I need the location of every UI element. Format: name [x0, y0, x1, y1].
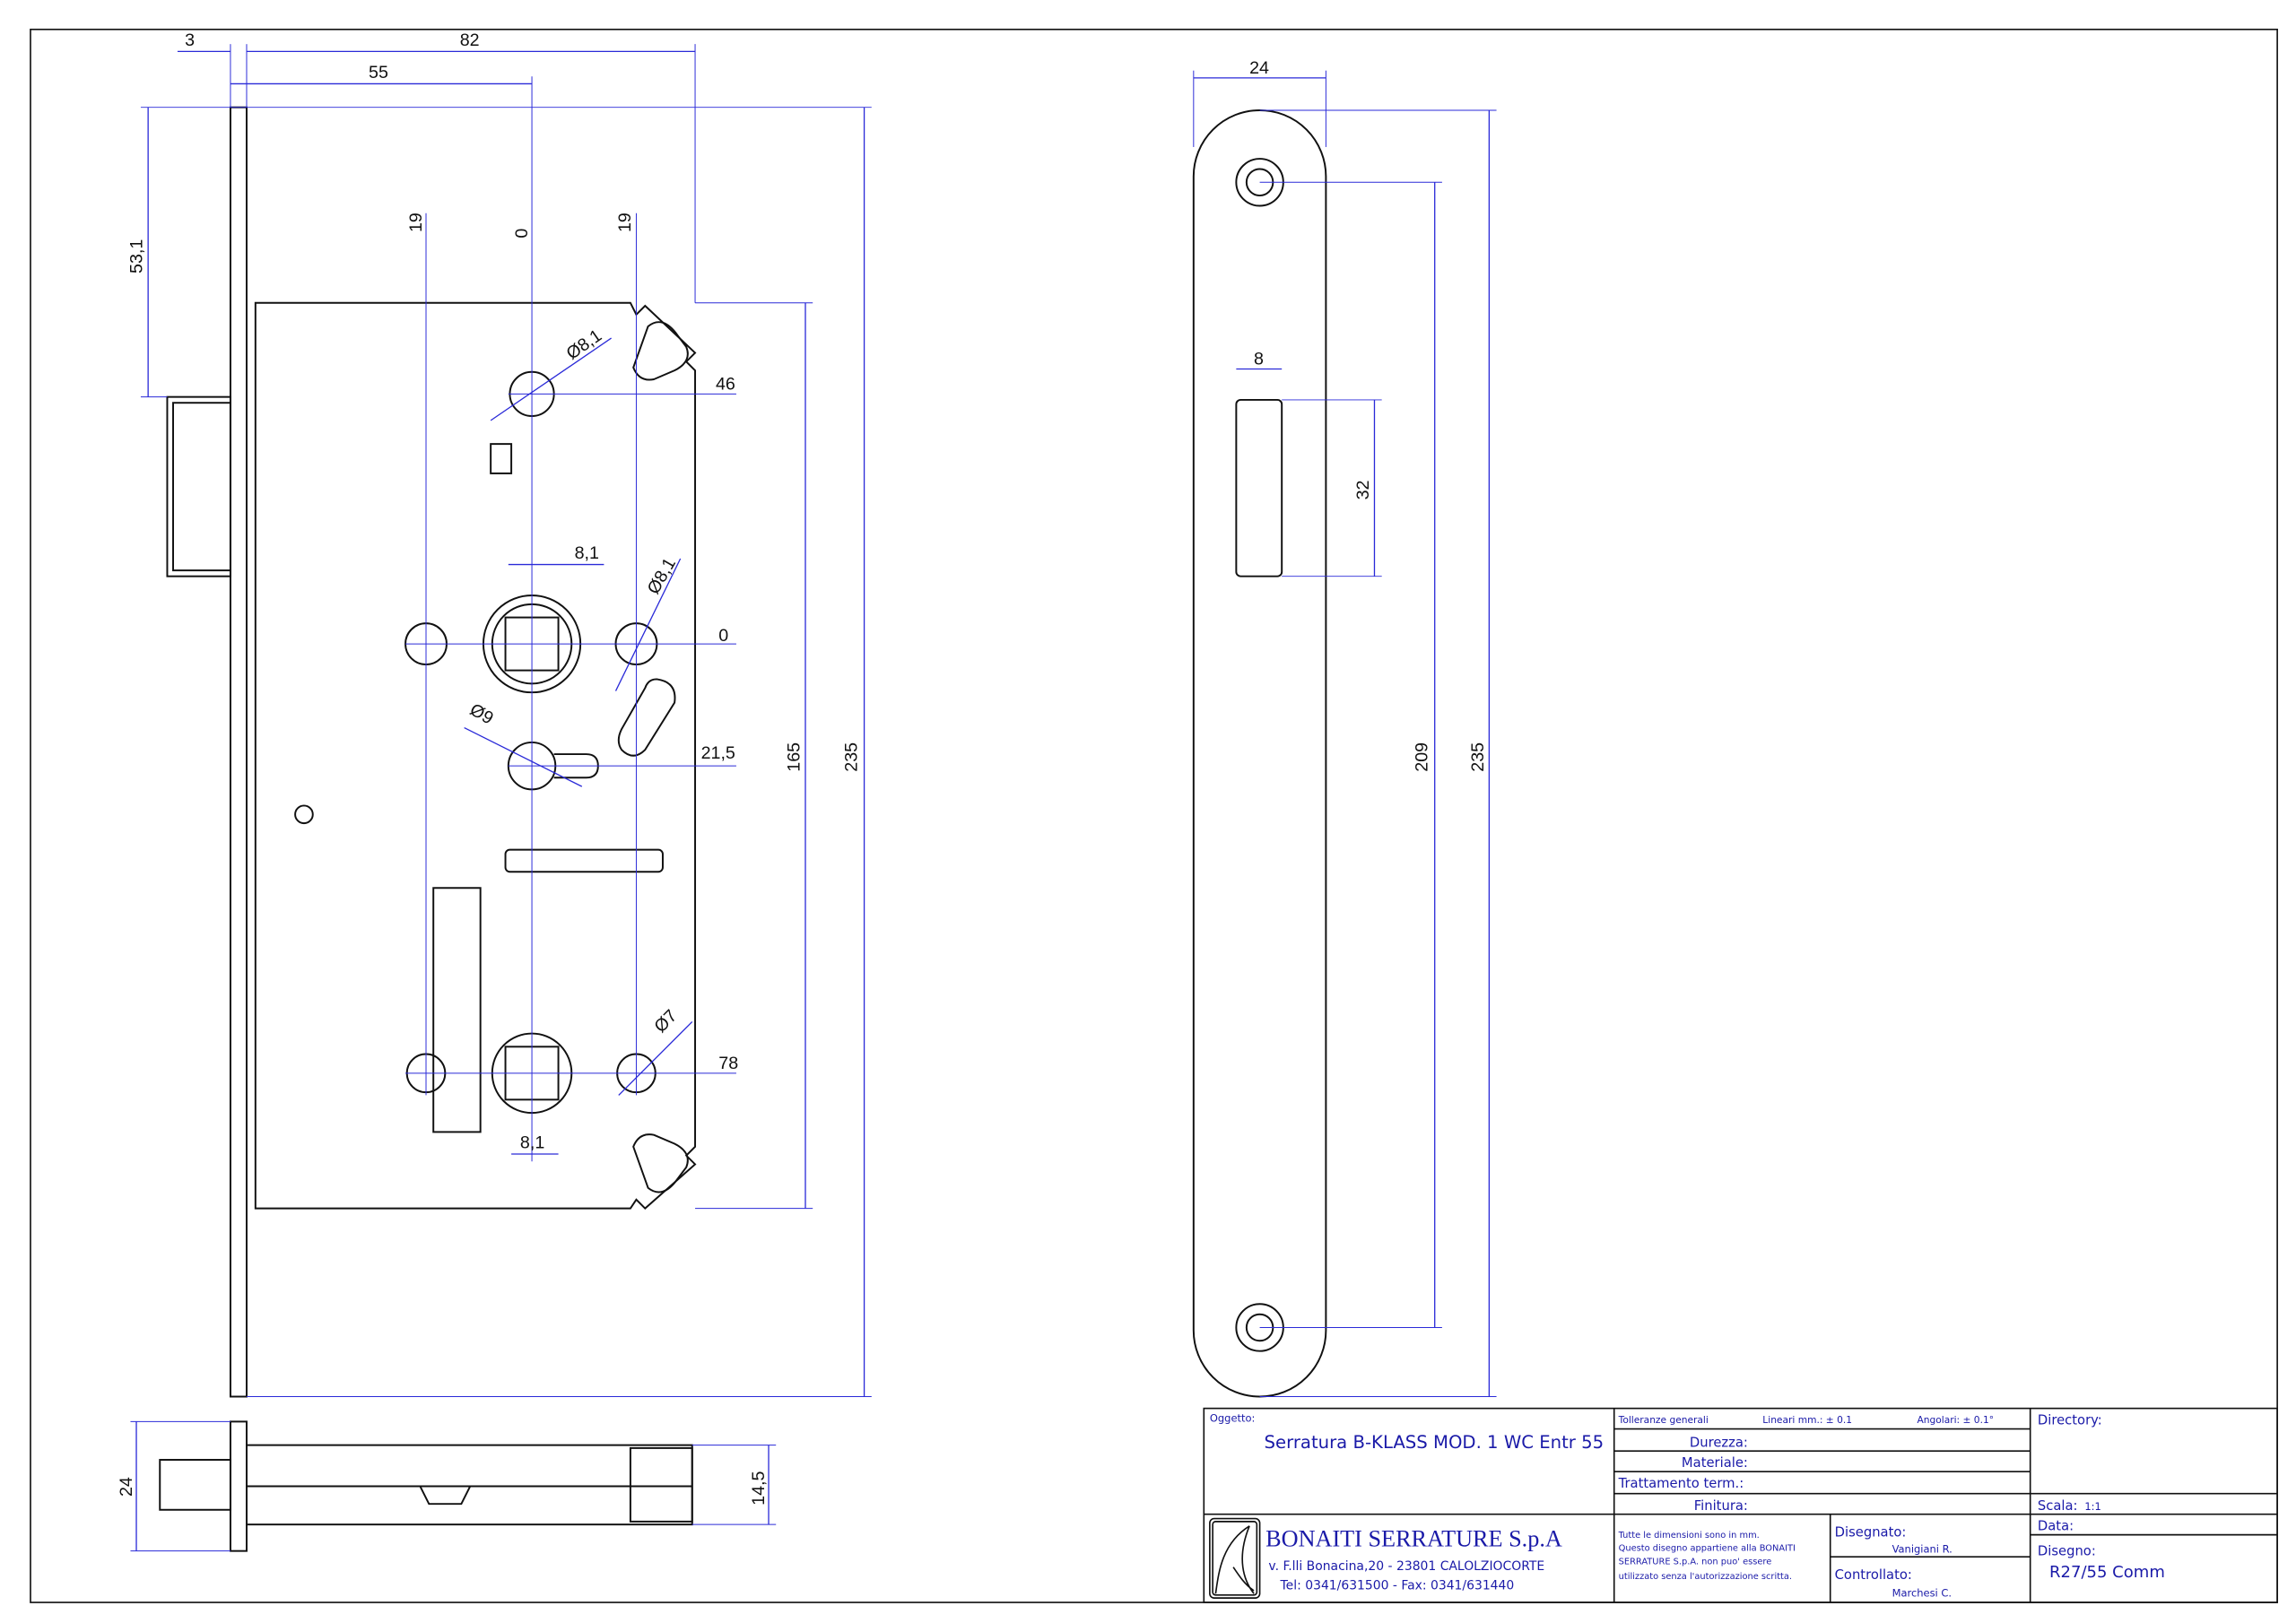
disegnato-label: Disegnato: [1835, 1524, 1907, 1540]
dim-label: 24 [1249, 58, 1269, 78]
dim-label: 32 [1353, 481, 1373, 500]
oblique-slot [617, 678, 676, 757]
case-notch-top [632, 321, 689, 381]
faceplate [1192, 108, 1327, 1398]
dim-label: Ø8,1 [644, 555, 680, 598]
dim-label: 165 [784, 742, 804, 772]
dim-label: 0 [512, 229, 532, 239]
dim-label: 21,5 [701, 743, 735, 763]
case-notch-bottom [632, 1133, 689, 1193]
leader-line [464, 726, 583, 787]
pin-hole [294, 804, 314, 825]
faceplate-view: 24 8 32 209 235 [1192, 58, 1497, 1398]
leader-line [614, 558, 682, 691]
bottom-case [246, 1444, 693, 1526]
company-phone: Tel: 0341/631500 - Fax: 0341/631440 [1280, 1578, 1515, 1593]
note-line: SERRATURE S.p.A. non puo' essere [1619, 1557, 1772, 1567]
tolleranze-label: Tolleranze generali [1618, 1414, 1709, 1426]
dim-label: 235 [841, 742, 861, 772]
lock-front-view: 3 82 55 53,1 19 0 19 Ø8,1 46 8,1 Ø8,1 0 … [127, 30, 872, 1398]
dim-label: 19 [406, 213, 426, 232]
disegnato-value: Vanigiani R. [1892, 1542, 1952, 1555]
note-line: Questo disegno appartiene alla BONAITI [1619, 1544, 1796, 1554]
company-logo [1209, 1517, 1261, 1599]
disegno-value: R27/55 Comm [2049, 1563, 2165, 1582]
sheet-border [30, 28, 2278, 1603]
data-label: Data: [2038, 1519, 2074, 1534]
dim-label: 3 [185, 30, 195, 50]
latch-bolt [166, 395, 231, 577]
lock-case [254, 301, 697, 1211]
latch-slot [1235, 398, 1283, 577]
title-block-frame [1203, 1407, 2278, 1603]
scala-value: 1:1 [2084, 1500, 2100, 1513]
durezza-label: Durezza: [1690, 1435, 1748, 1450]
dim-label: 55 [369, 63, 388, 82]
directory-label: Directory: [2038, 1413, 2102, 1428]
dim-label: 82 [460, 30, 480, 50]
trattamento-label: Trattamento term.: [1618, 1476, 1744, 1491]
dim-label: 8,1 [520, 1133, 544, 1152]
dim-label: 8,1 [575, 543, 599, 563]
oggetto-label: Oggetto: [1210, 1411, 1256, 1424]
dim-label: 235 [1468, 742, 1488, 772]
dim-label: Ø7 [650, 1006, 681, 1037]
company-address: v. F.lli Bonacina,20 - 23801 CALOLZIOCOR… [1268, 1559, 1544, 1574]
leader-line [490, 337, 612, 421]
note-line: utilizzato senza l'autorizzazione scritt… [1619, 1572, 1792, 1582]
materiale-label: Materiale: [1682, 1455, 1748, 1471]
dim-label: Ø8,1 [563, 325, 606, 363]
note-line: Tutte le dimensioni sono in mm. [1618, 1531, 1760, 1541]
dim-label: 46 [716, 374, 735, 394]
case-notch [419, 1486, 472, 1506]
tolleranze-angolari: Angolari: ± 0.1° [1917, 1414, 1994, 1426]
small-slot [490, 443, 513, 474]
controllato-label: Controllato: [1835, 1567, 1912, 1583]
dim-label: Ø9 [466, 699, 497, 728]
dim-label: 209 [1413, 742, 1432, 772]
front-plate [229, 106, 248, 1398]
dim-label: 53,1 [127, 239, 147, 273]
company-name: BONAITI SERRATURE S.p.A [1265, 1526, 1562, 1552]
controllato-value: Marchesi C. [1892, 1586, 1952, 1599]
leader-line [618, 1020, 693, 1096]
vertical-bar [432, 887, 482, 1133]
dim-label: 8 [1254, 350, 1264, 369]
bottom-latch [159, 1459, 231, 1511]
dim-label: 14,5 [749, 1471, 769, 1506]
oggetto-value: Serratura B-KLASS MOD. 1 WC Entr 55 [1265, 1432, 1605, 1453]
lock-bottom-view: 24 14,5 [117, 1420, 777, 1552]
disegno-label: Disegno: [2038, 1544, 2096, 1559]
title-block: Oggetto: Serratura B-KLASS MOD. 1 WC Ent… [1203, 1407, 2278, 1603]
bottom-plate [229, 1420, 248, 1552]
finitura-label: Finitura: [1694, 1498, 1748, 1514]
dim-label: 19 [615, 213, 635, 232]
latch-bolt-inner [172, 402, 231, 572]
scala-label: Scala: [2038, 1498, 2078, 1514]
horizontal-slot [504, 848, 664, 873]
bottom-detail [629, 1446, 693, 1523]
dim-label: 0 [718, 626, 728, 646]
dim-label: 24 [117, 1477, 136, 1497]
dim-label: 78 [718, 1054, 738, 1073]
tolleranze-lineari: Lineari mm.: ± 0.1 [1762, 1414, 1852, 1426]
